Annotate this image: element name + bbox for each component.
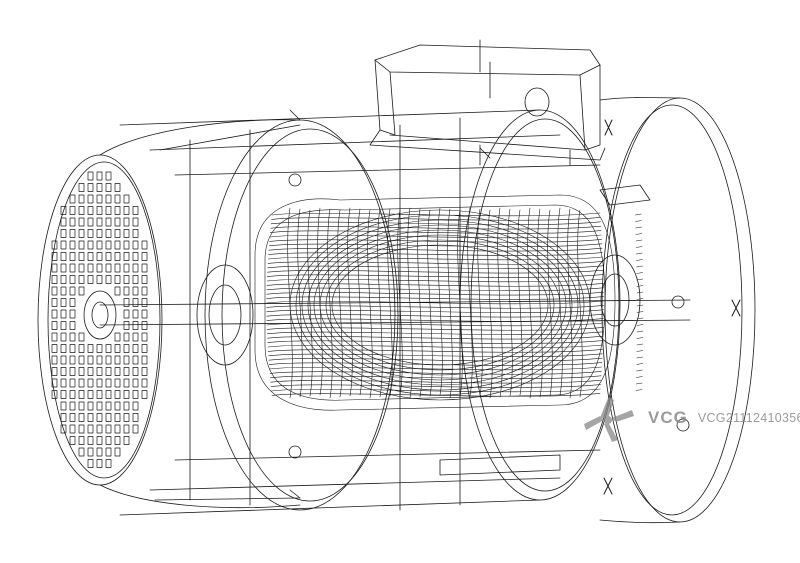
terminal-box [369, 39, 606, 166]
mounting-flange [599, 97, 756, 523]
flange-scale-ticks [634, 213, 644, 391]
fan-grille [51, 171, 148, 468]
motor-housing [119, 109, 690, 516]
fan-cover [37, 119, 301, 509]
stator-windings [254, 194, 616, 411]
rotor-shaft [99, 254, 691, 366]
